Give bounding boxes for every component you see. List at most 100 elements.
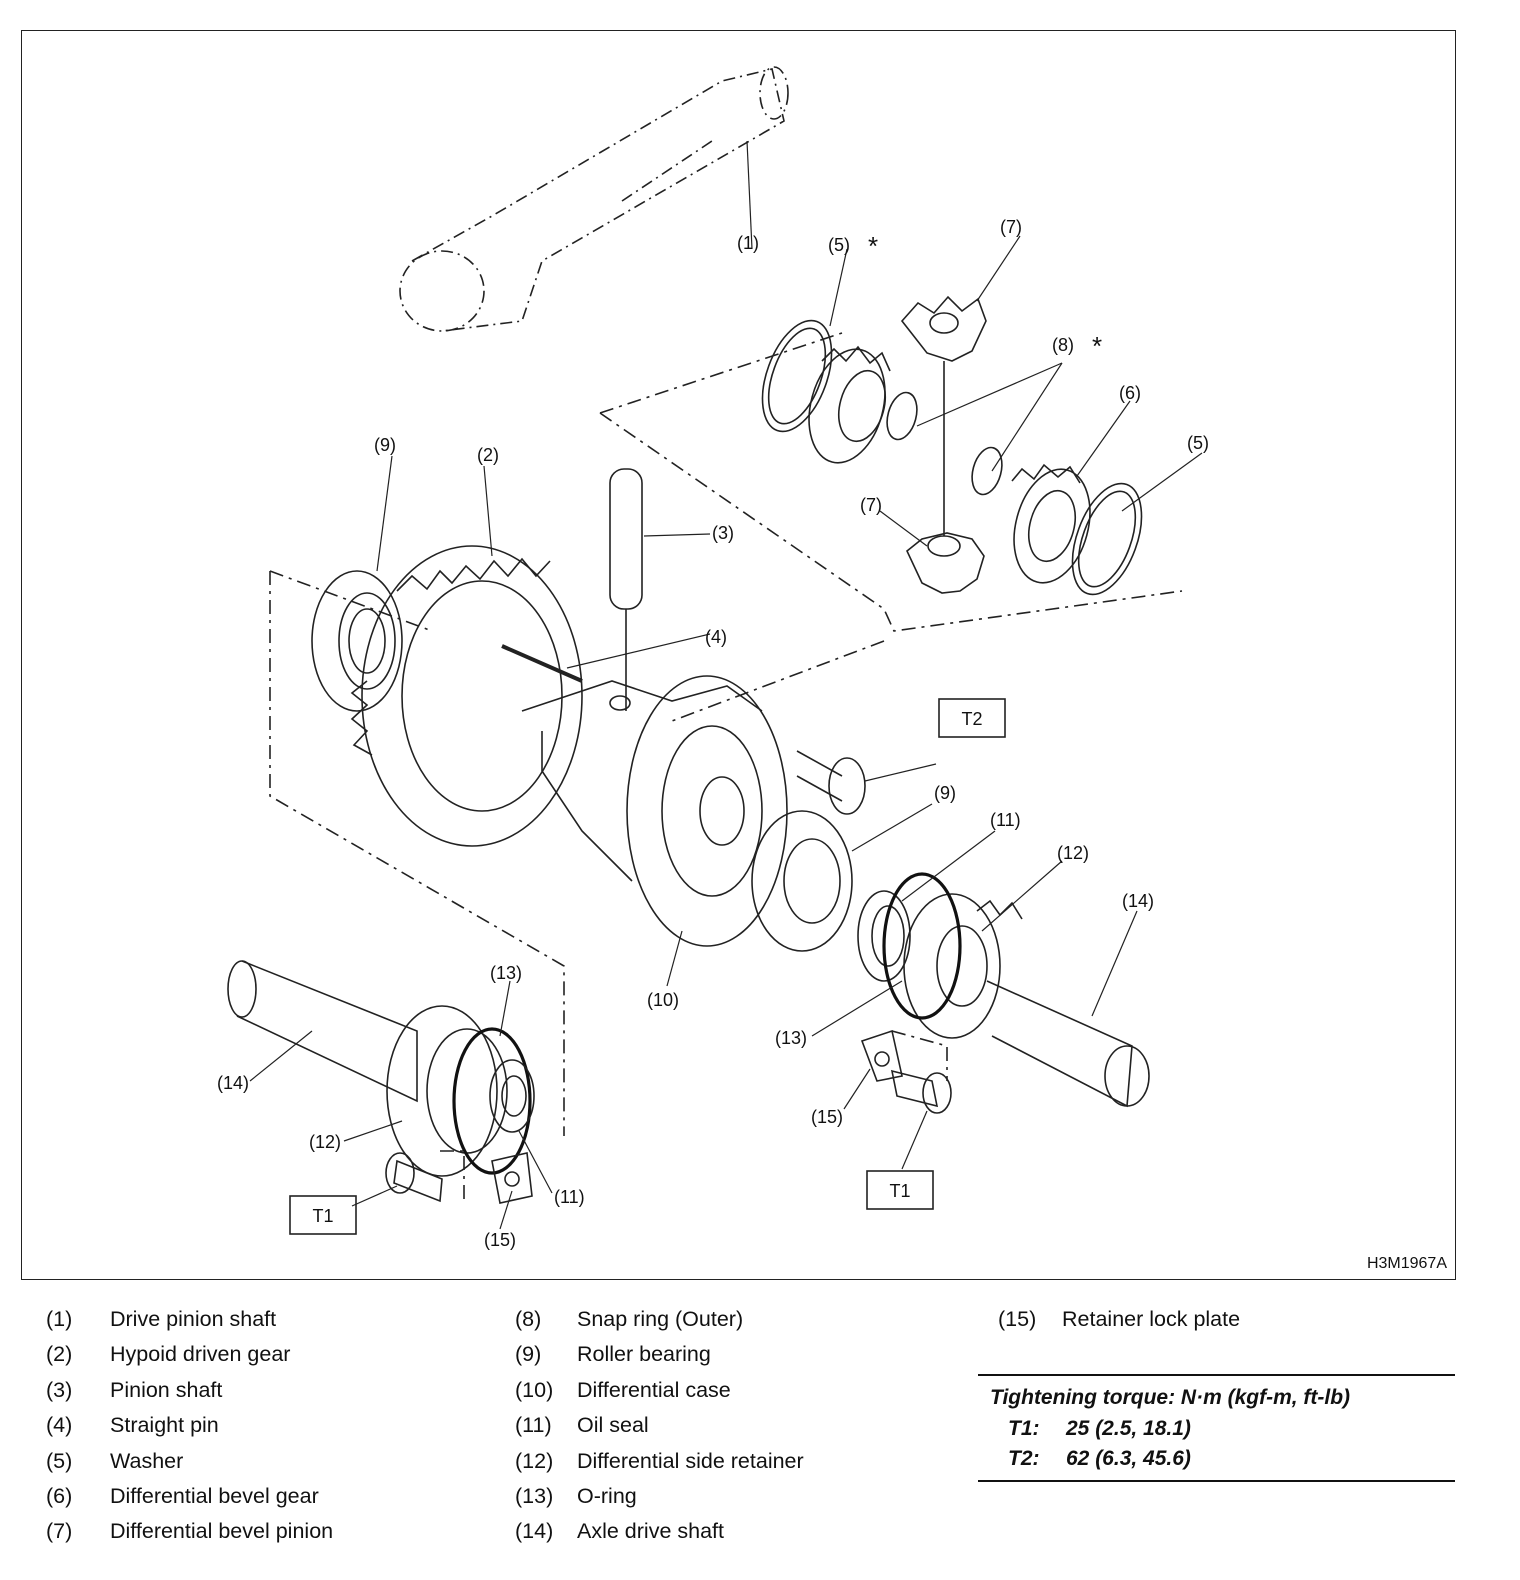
legend-label: Differential case [577, 1377, 731, 1402]
legend-item: (5)Washer [46, 1444, 333, 1479]
legend-num: (13) [515, 1483, 554, 1508]
assembly-frame-lines [269, 332, 1183, 1201]
exploded-diagram: (1) (2) (3) (4) (5) (5) (6) (7) (7) (8) … [21, 30, 1456, 1280]
callout-2: (2) [477, 445, 499, 465]
callout-7-top: (7) [1000, 217, 1022, 237]
torque-row: T1: 25 (2.5, 18.1) [978, 1414, 1455, 1444]
retainer-lock-plate [860, 1029, 903, 1082]
legend-item: (1)Drive pinion shaft [46, 1302, 333, 1337]
bolt-t1 [385, 1152, 443, 1203]
legend-item: (15) Retainer lock plate [998, 1302, 1240, 1337]
asterisk-marks: * * [868, 231, 1102, 361]
legend-item: (9)Roller bearing [515, 1337, 804, 1372]
torque-value: 62 (6.3, 45.6) [1066, 1447, 1191, 1470]
bolt-t2 [796, 750, 866, 815]
oil-seal [489, 1059, 535, 1133]
legend-label: Snap ring (Outer) [577, 1307, 744, 1331]
callout-8: (8) [1052, 335, 1074, 355]
legend-column-2: (8) Snap ring (Outer) (9)Roller bearing (… [515, 1302, 804, 1550]
legend-item: (7) Differential bevel pinion [46, 1514, 333, 1549]
torque-key: T1: [1008, 1417, 1040, 1440]
callout-9-left: (9) [374, 435, 396, 455]
hypoid-driven-gear [350, 545, 583, 847]
legend-label: Differential bevel pinion [110, 1519, 334, 1544]
callout-6: (6) [1119, 383, 1141, 403]
torque-key: T2: [1008, 1447, 1040, 1470]
callout-4: (4) [705, 627, 727, 647]
roller-bearing [311, 570, 403, 712]
legend-item: (2)Hypoid driven gear [46, 1337, 333, 1372]
legend-label: Straight pin [110, 1413, 219, 1438]
legend-item: (11) Oil seal [515, 1408, 804, 1443]
callout-12-right: (12) [1057, 843, 1089, 863]
figure-code: H3M1967A [1366, 1255, 1447, 1272]
legend-num: (5) [46, 1448, 73, 1473]
legend-column-3: (15) Retainer lock plate [998, 1302, 1240, 1337]
leader-lines [249, 140, 1203, 1230]
legend-label: Retainer lock plate [1062, 1307, 1241, 1331]
torque-box-t1 [866, 1170, 934, 1210]
torque-box-labels: T2 T1 T1 [312, 709, 982, 1226]
retainer-lock-plate [491, 1152, 533, 1204]
callout-14-left: (14) [217, 1073, 249, 1093]
differential-bevel-pinion [900, 295, 987, 362]
diagram-drawing: (1) (2) (3) (4) (5) (5) (6) (7) (7) (8) … [217, 66, 1209, 1250]
washer [1071, 482, 1143, 596]
legend-num: (8) [515, 1307, 542, 1331]
callout-1: (1) [737, 233, 759, 253]
differential-bevel-gear [808, 345, 891, 464]
legend-column-1: (1)Drive pinion shaft (2)Hypoid driven g… [46, 1302, 333, 1550]
divider [978, 1480, 1455, 1482]
differential-bevel-gear [1011, 463, 1091, 584]
oil-seal [857, 890, 911, 982]
legend-item: (8) Snap ring (Outer) [515, 1302, 804, 1337]
legend-item: (14)Axle drive shaft [515, 1514, 804, 1549]
torque-row: T2: 62 (6.3, 45.6) [978, 1444, 1455, 1474]
callout-11-right: (11) [990, 810, 1021, 830]
roller-bearing [751, 810, 853, 952]
legend-num: (7) [46, 1519, 73, 1544]
legend-label: Differential side retainer [577, 1448, 804, 1473]
callout-13-left: (13) [490, 963, 522, 983]
callout-11-left: (11) [554, 1187, 585, 1207]
legend-num: (4) [46, 1413, 73, 1438]
legend-num: (3) [46, 1377, 73, 1402]
legend-label: Differential bevel gear [110, 1483, 319, 1508]
differential-side-retainer [903, 893, 1023, 1039]
legend-label: Pinion shaft [110, 1377, 223, 1402]
torque-box-t2 [938, 698, 1006, 738]
torque-box-t1 [289, 1195, 357, 1235]
callout-5-right: (5) [1187, 433, 1209, 453]
torque-label-t1-left: T1 [312, 1206, 333, 1226]
legend-num: (15) [998, 1307, 1037, 1331]
bolt-t1 [890, 1069, 952, 1114]
snap-ring [971, 446, 1003, 496]
asterisk-5: * [868, 231, 878, 261]
legend-item: (3) Pinion shaft [46, 1373, 333, 1408]
legend-label: Drive pinion shaft [110, 1307, 277, 1331]
differential-case [521, 675, 788, 947]
legend-item: (10) Differential case [515, 1373, 804, 1408]
callout-5-top: (5) [828, 235, 850, 255]
legend-item: (6)Differential bevel gear [46, 1479, 333, 1514]
legend-num: (11) [515, 1413, 552, 1438]
tightening-torque-table: Tightening torque: N·m (kgf-m, ft-lb) T1… [978, 1374, 1455, 1482]
callout-15-right: (15) [811, 1107, 843, 1127]
legend-item: (12) Differential side retainer [515, 1444, 804, 1479]
legend-num: (9) [515, 1342, 542, 1367]
legend-label: Hypoid driven gear [110, 1342, 291, 1367]
legend-label: O-ring [577, 1483, 637, 1508]
torque-value: 25 (2.5, 18.1) [1066, 1417, 1191, 1440]
o-ring [452, 1027, 532, 1175]
legend-num: (12) [515, 1448, 554, 1473]
callout-7-bottom: (7) [860, 495, 882, 515]
asterisk-8: * [1092, 331, 1102, 361]
legend-label: Oil seal [577, 1413, 649, 1438]
legend-label: Axle drive shaft [577, 1519, 724, 1544]
drive-pinion-shaft [399, 66, 789, 332]
torque-label-t2: T2 [961, 709, 982, 729]
callout-10: (10) [647, 990, 679, 1010]
torque-label-t1-right: T1 [889, 1181, 910, 1201]
legend-num: (10) [515, 1377, 554, 1402]
differential-bevel-pinion [906, 532, 985, 594]
